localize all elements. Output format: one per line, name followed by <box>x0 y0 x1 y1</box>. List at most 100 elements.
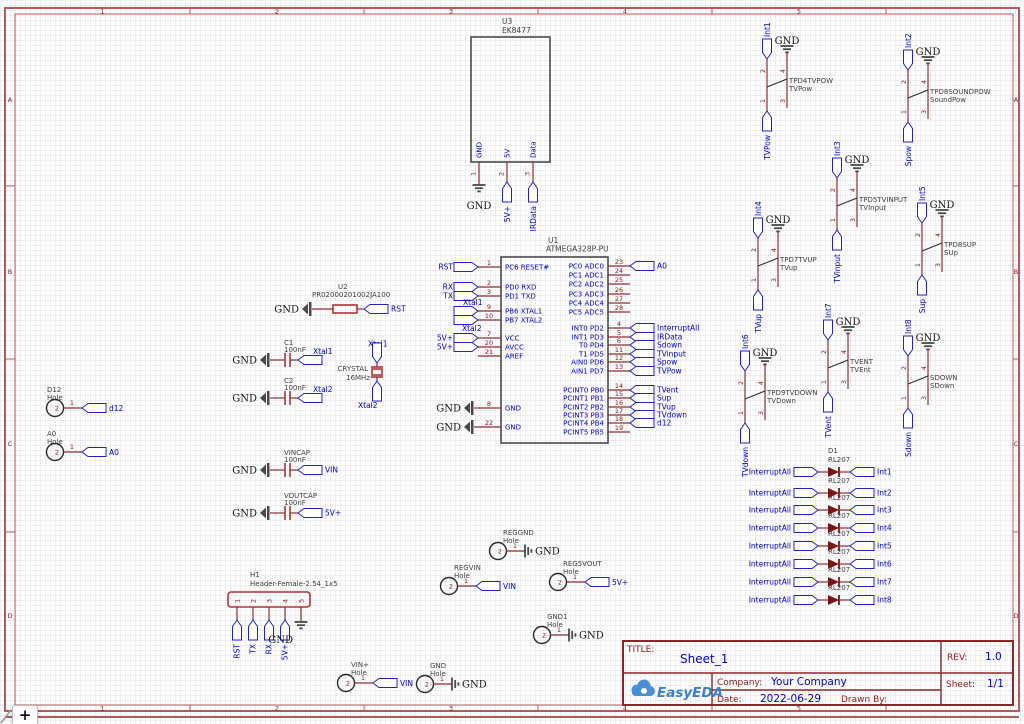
net-flag[interactable] <box>849 505 875 515</box>
net-flag[interactable] <box>584 577 610 587</box>
net-flag[interactable] <box>753 217 763 239</box>
net-flag[interactable] <box>753 289 763 311</box>
net-flag[interactable] <box>849 467 875 477</box>
diode-body[interactable] <box>828 559 839 569</box>
net-flag[interactable] <box>793 523 819 533</box>
switch-actuator[interactable] <box>921 242 943 252</box>
net-flag[interactable] <box>264 619 274 641</box>
diode-body[interactable] <box>828 488 839 498</box>
switch-actuator[interactable] <box>766 78 788 88</box>
crystal-body[interactable] <box>371 368 383 376</box>
net-flag[interactable] <box>903 121 913 143</box>
switch-actuator[interactable] <box>907 375 929 385</box>
net-flag[interactable] <box>453 315 479 325</box>
net-flag[interactable] <box>363 304 389 314</box>
net-flag[interactable] <box>762 110 772 132</box>
net-flag[interactable] <box>849 595 875 605</box>
diode-body[interactable] <box>828 541 839 551</box>
net-flag[interactable] <box>372 342 382 364</box>
net-flag[interactable] <box>629 366 655 376</box>
net-flag[interactable] <box>453 306 479 316</box>
net-flag[interactable] <box>453 342 479 352</box>
net-flag[interactable] <box>453 282 479 292</box>
switch-actuator[interactable] <box>907 89 929 99</box>
net-flag[interactable] <box>297 465 323 475</box>
net-flag[interactable] <box>372 678 398 688</box>
diode-body[interactable] <box>828 595 839 605</box>
net-flag[interactable] <box>740 422 750 444</box>
net-flag[interactable] <box>629 418 655 428</box>
net-flag[interactable] <box>917 274 927 296</box>
net-flag[interactable] <box>528 181 538 203</box>
net-flag[interactable] <box>849 488 875 498</box>
net-flag[interactable] <box>81 403 107 413</box>
net-flag[interactable] <box>793 541 819 551</box>
switch-actuator[interactable] <box>836 197 858 207</box>
net-flag[interactable] <box>453 262 479 272</box>
net-flag[interactable] <box>453 333 479 343</box>
diode-body[interactable] <box>828 467 839 477</box>
diode-body[interactable] <box>828 505 839 515</box>
sheet-title[interactable]: Sheet_1 <box>680 652 728 666</box>
net-flag[interactable] <box>917 202 927 224</box>
net-flag[interactable] <box>740 350 750 372</box>
net-flag[interactable] <box>903 407 913 429</box>
net-flag[interactable] <box>793 488 819 498</box>
net-flag[interactable] <box>762 38 772 60</box>
net-flag[interactable] <box>297 393 323 403</box>
net-flag[interactable] <box>849 577 875 587</box>
net-flag[interactable] <box>832 229 842 251</box>
net-flag[interactable] <box>793 559 819 569</box>
sheet-value[interactable]: 1/1 <box>987 678 1004 690</box>
net-flag[interactable] <box>832 157 842 179</box>
net-flag[interactable] <box>475 581 501 591</box>
net-flag[interactable] <box>81 447 107 457</box>
crystal-CRYSTAL[interactable]: Xtal1Xtal2CRYSTAL16MHz <box>338 340 388 411</box>
ic-body[interactable] <box>470 36 551 163</box>
switch-actuator[interactable] <box>827 359 849 369</box>
rev-value[interactable]: 1.0 <box>985 651 1002 663</box>
net-flag[interactable] <box>280 619 290 641</box>
diode-body[interactable] <box>828 523 839 533</box>
net-flag[interactable] <box>793 577 819 587</box>
net-flag[interactable] <box>629 393 655 403</box>
net-flag[interactable] <box>903 335 913 357</box>
switch-actuator[interactable] <box>744 390 766 400</box>
net-flag[interactable] <box>629 323 655 333</box>
net-flag[interactable] <box>903 49 913 71</box>
net-flag[interactable] <box>823 391 833 413</box>
net-flag[interactable] <box>849 559 875 569</box>
net-flag[interactable] <box>629 357 655 367</box>
net-flag[interactable] <box>297 508 323 518</box>
net-flag[interactable] <box>823 319 833 341</box>
net-flag[interactable] <box>297 355 323 365</box>
net-flag[interactable] <box>453 291 479 301</box>
